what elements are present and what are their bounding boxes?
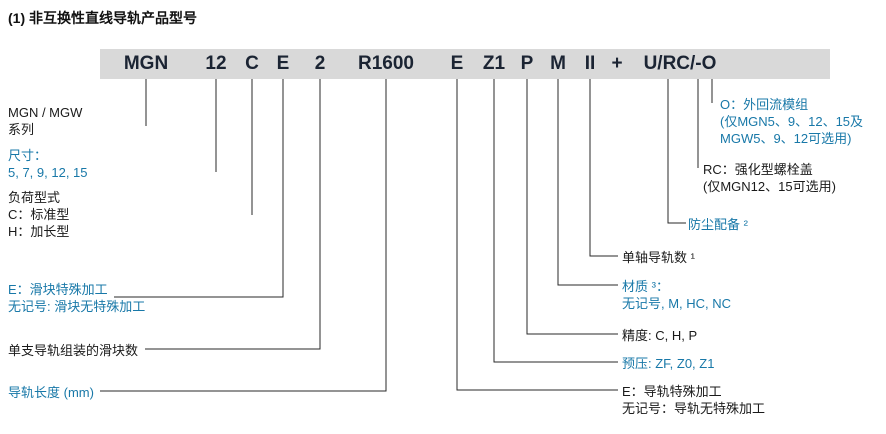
option-rc-line2: (仅MGN12、15可选用) <box>703 179 836 194</box>
code-segment-load-type: C <box>245 53 259 74</box>
code-segment-rail-machining: E <box>450 53 464 74</box>
preload-label: 预压: ZF, Z0, Z1 <box>622 355 714 372</box>
load-type-label: 负荷型式 C：标准型 H：加长型 <box>8 189 69 240</box>
load-type-title: 负荷型式 <box>8 190 61 205</box>
load-type-option-c: C：标准型 <box>8 207 70 222</box>
material-label: 材质 ³： 无记号, M, HC, NC <box>622 278 731 312</box>
option-o-line3: MGW5、9、12可选用) <box>720 131 852 146</box>
code-segment-preload: Z1 <box>482 53 506 74</box>
size-label-values: 5, 7, 9, 12, 15 <box>8 165 88 180</box>
rail-length-text: 导轨长度 (mm) <box>8 385 94 400</box>
code-segment-options: U/RC/-O <box>643 53 717 74</box>
block-machining-label: E：滑块特殊加工 无记号: 滑块无特殊加工 <box>8 281 145 315</box>
code-segment-rail-length: R1600 <box>358 53 414 74</box>
code-segment-material: M <box>550 53 566 74</box>
model-code-bar <box>100 49 830 79</box>
code-segment-plus: + <box>611 53 623 74</box>
accuracy-label: 精度: C, H, P <box>622 327 697 344</box>
code-segment-rail-count: II <box>584 53 596 74</box>
size-label-title: 尺寸： <box>8 148 48 163</box>
material-values: 无记号, M, HC, NC <box>622 296 732 311</box>
dust-protection-text: 防尘配备 ² <box>688 217 748 232</box>
code-segment-series: MGN <box>123 53 169 74</box>
series-label: MGN / MGW 系列 <box>8 104 82 138</box>
size-label: 尺寸： 5, 7, 9, 12, 15 <box>8 147 88 181</box>
code-segment-accuracy: P <box>520 53 534 74</box>
code-segment-block-machining: E <box>276 53 290 74</box>
block-machining-none: 无记号: 滑块无特殊加工 <box>8 299 146 314</box>
option-o-line1: O：外回流模组 <box>720 97 809 112</box>
rail-machining-special: E：导轨特殊加工 <box>622 384 722 399</box>
rail-machining-label: E：导轨特殊加工 无记号：导轨无特殊加工 <box>622 383 765 417</box>
block-machining-special: E：滑块特殊加工 <box>8 282 108 297</box>
option-o-line2: (仅MGN5、9、12、15及 <box>720 114 864 129</box>
preload-text: 预压: ZF, Z0, Z1 <box>622 356 715 371</box>
code-segment-block-count: 2 <box>314 53 326 74</box>
rail-length-label: 导轨长度 (mm) <box>8 384 94 401</box>
code-segment-size: 12 <box>205 53 227 74</box>
rail-count-text: 单轴导轨数 ¹ <box>622 250 695 265</box>
load-type-option-h: H：加长型 <box>8 224 70 239</box>
series-label-line1: MGN / MGW <box>8 105 83 120</box>
rail-count-label: 单轴导轨数 ¹ <box>622 249 695 266</box>
series-label-line2: 系列 <box>8 122 35 137</box>
page-title: (1) 非互换性直线导轨产品型号 <box>8 10 197 26</box>
dust-protection-label: 防尘配备 ² <box>688 216 748 233</box>
option-rc-line1: RC：强化型螺栓盖 <box>703 162 813 177</box>
rail-machining-none: 无记号：导轨无特殊加工 <box>622 401 766 416</box>
accuracy-text: 精度: C, H, P <box>622 328 698 343</box>
option-o-label: O：外回流模组 (仅MGN5、9、12、15及 MGW5、9、12可选用) <box>720 96 863 147</box>
block-count-text: 单支导轨组装的滑块数 <box>8 343 139 358</box>
material-title: 材质 ³： <box>622 279 669 294</box>
option-rc-label: RC：强化型螺栓盖 (仅MGN12、15可选用) <box>703 161 836 195</box>
block-count-label: 单支导轨组装的滑块数 <box>8 342 138 359</box>
